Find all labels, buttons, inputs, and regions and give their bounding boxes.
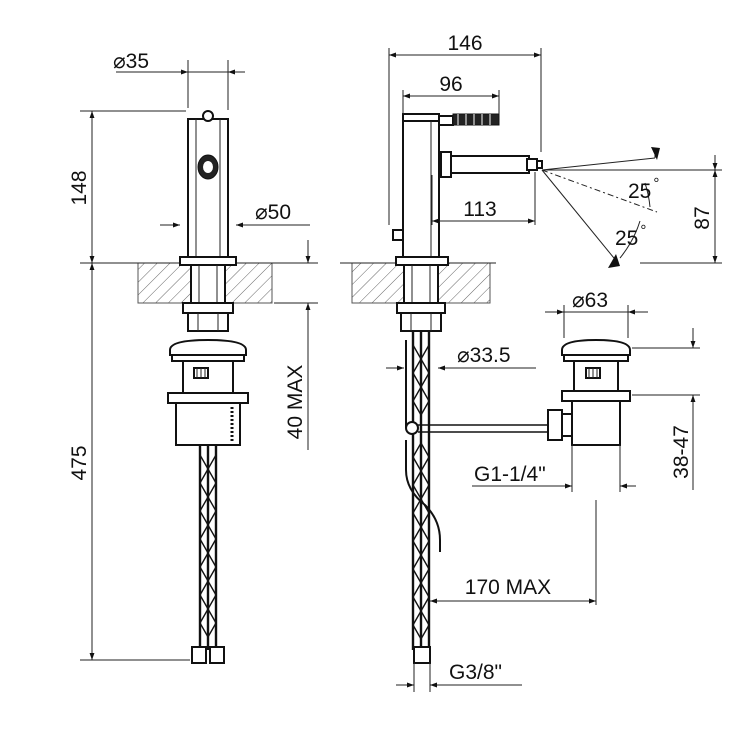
front-hose-nut-right <box>209 646 225 664</box>
dim-side-angle-down: 25° <box>615 222 646 250</box>
front-base-ring <box>179 256 237 266</box>
side-nut <box>400 312 442 332</box>
dim-waste-diameter: ⌀63 <box>572 289 608 312</box>
front-tap-body <box>187 118 229 260</box>
dim-front-total-height: 475 <box>68 445 91 480</box>
dim-side-shank-diameter: ⌀33.5 <box>457 344 511 367</box>
front-waste-cap <box>169 338 247 356</box>
dim-front-diameter-base: ⌀50 <box>255 201 291 224</box>
dim-front-height: 148 <box>68 170 91 205</box>
side-pop-up-button <box>392 229 404 241</box>
side-popup-rod <box>405 340 441 552</box>
front-hoses <box>198 445 218 650</box>
dim-side-angle-up: 25° <box>628 175 659 203</box>
side-aerator <box>526 158 538 171</box>
side-view: 146 96 113 25° 25° 87 ⌀33.5 <box>340 32 722 692</box>
side-hoses <box>411 331 431 650</box>
dim-waste-deck-range: 38-47 <box>670 425 693 479</box>
side-lever <box>452 113 500 126</box>
dim-hose-thread: G3/8" <box>449 661 502 684</box>
dim-rod-max: 170 MAX <box>465 576 551 599</box>
side-rod-connector <box>547 409 563 441</box>
dim-side-total-width: 146 <box>447 32 482 55</box>
dim-side-spout-height: 87 <box>691 206 714 229</box>
side-base-ring <box>395 256 449 266</box>
side-spout <box>438 155 530 174</box>
dim-waste-thread: G1-1/4" <box>474 463 546 486</box>
dim-front-max-deck: 40 MAX <box>284 365 307 440</box>
front-view: ⌀35 148 ⌀50 475 40 MAX <box>68 50 318 664</box>
side-lever-joint <box>438 115 454 126</box>
dim-side-lever-width: 96 <box>439 73 462 96</box>
side-tap-body <box>402 118 440 260</box>
front-nut <box>187 312 229 332</box>
side-waste-body <box>571 400 621 446</box>
dim-side-spout-reach: 113 <box>463 198 496 221</box>
front-hose-nut-left <box>191 646 207 664</box>
front-waste-body <box>175 402 241 446</box>
dim-front-diameter-top: ⌀35 <box>113 50 149 73</box>
front-top-knob <box>202 110 214 122</box>
side-waste-cap <box>561 338 631 356</box>
side-hose-nut <box>413 646 431 664</box>
